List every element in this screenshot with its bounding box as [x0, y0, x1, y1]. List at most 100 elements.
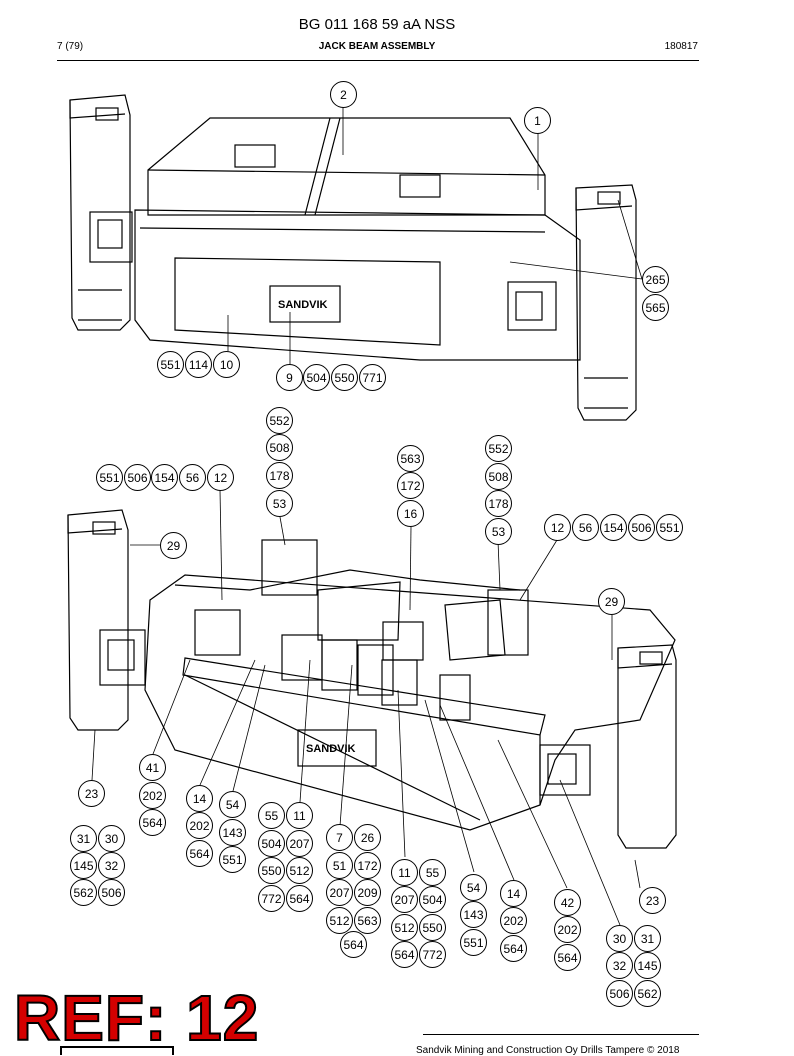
item-balloon: 564	[340, 931, 367, 958]
item-balloon: 55	[419, 859, 446, 886]
item-balloon: 143	[460, 901, 487, 928]
ref-stamp: REF: 12	[13, 982, 260, 1054]
page-number: 7 (79)	[57, 41, 84, 52]
document-title: BG 011 168 59 aA NSS	[298, 16, 456, 33]
item-balloon: 56	[179, 464, 206, 491]
item-balloon: 30	[606, 925, 633, 952]
item-balloon: 552	[485, 435, 512, 462]
item-balloon: 11	[286, 802, 313, 829]
item-balloon: 172	[397, 472, 424, 499]
item-balloon: 32	[98, 852, 125, 879]
item-balloon: 771	[359, 364, 386, 391]
item-balloon: 512	[391, 914, 418, 941]
item-balloon: 23	[639, 887, 666, 914]
item-balloon: 563	[397, 445, 424, 472]
item-balloon: 772	[258, 885, 285, 912]
item-balloon: 172	[354, 852, 381, 879]
item-balloon: 551	[157, 351, 184, 378]
item-balloon: 562	[634, 980, 661, 1007]
item-balloon: 54	[219, 791, 246, 818]
item-balloon: 506	[606, 980, 633, 1007]
item-balloon: 29	[598, 588, 625, 615]
footer-copyright: Sandvik Mining and Construction Oy Drill…	[416, 1045, 680, 1056]
item-balloon: 54	[460, 874, 487, 901]
item-balloon: 565	[642, 294, 669, 321]
item-balloon: 14	[500, 880, 527, 907]
item-balloon: 30	[98, 825, 125, 852]
upper-leader-lines	[227, 107, 643, 364]
item-balloon: 564	[186, 840, 213, 867]
item-balloon: 14	[186, 785, 213, 812]
item-balloon: 506	[98, 879, 125, 906]
item-balloon: 114	[185, 351, 212, 378]
item-balloon: 2	[330, 81, 357, 108]
item-balloon: 564	[554, 944, 581, 971]
item-balloon: 31	[634, 925, 661, 952]
item-balloon: 11	[391, 859, 418, 886]
item-balloon: 550	[419, 914, 446, 941]
item-balloon: 506	[628, 514, 655, 541]
item-balloon: 12	[544, 514, 571, 541]
item-balloon: 42	[554, 889, 581, 916]
item-balloon: 202	[554, 916, 581, 943]
item-balloon: 1	[524, 107, 551, 134]
item-balloon: 512	[326, 907, 353, 934]
item-balloon: 202	[500, 907, 527, 934]
item-balloon: 209	[354, 879, 381, 906]
item-balloon: 51	[326, 852, 353, 879]
item-balloon: 53	[266, 490, 293, 517]
item-balloon: 16	[397, 500, 424, 527]
logo-fragment	[60, 1046, 174, 1055]
brand-plate-upper: SANDVIK	[278, 299, 328, 311]
item-balloon: 9	[276, 364, 303, 391]
item-balloon: 145	[634, 952, 661, 979]
item-balloon: 551	[460, 929, 487, 956]
brand-plate-lower: SANDVIK	[306, 743, 356, 755]
item-balloon: 12	[207, 464, 234, 491]
item-balloon: 55	[258, 802, 285, 829]
item-balloon: 512	[286, 857, 313, 884]
item-balloon: 265	[642, 266, 669, 293]
document-date: 180817	[664, 41, 698, 52]
item-balloon: 551	[219, 846, 246, 873]
item-balloon: 508	[485, 463, 512, 490]
item-balloon: 564	[286, 885, 313, 912]
item-balloon: 202	[186, 812, 213, 839]
footer-rule	[423, 1034, 699, 1035]
item-balloon: 23	[78, 780, 105, 807]
item-balloon: 154	[151, 464, 178, 491]
item-balloon: 143	[219, 819, 246, 846]
upper-assembly-view: SANDVIK	[69, 94, 637, 421]
item-balloon: 32	[606, 952, 633, 979]
item-balloon: 7	[326, 824, 353, 851]
item-balloon: 506	[124, 464, 151, 491]
item-balloon: 41	[139, 754, 166, 781]
item-balloon: 53	[485, 518, 512, 545]
item-balloon: 563	[354, 907, 381, 934]
item-balloon: 207	[326, 879, 353, 906]
lower-assembly-view: SANDVIK	[67, 509, 677, 849]
item-balloon: 145	[70, 852, 97, 879]
item-balloon: 56	[572, 514, 599, 541]
item-balloon: 178	[266, 462, 293, 489]
item-balloon: 504	[303, 364, 330, 391]
item-balloon: 562	[70, 879, 97, 906]
item-balloon: 178	[485, 490, 512, 517]
item-balloon: 564	[391, 941, 418, 968]
item-balloon: 207	[391, 886, 418, 913]
item-balloon: 772	[419, 941, 446, 968]
item-balloon: 207	[286, 830, 313, 857]
item-balloon: 202	[139, 782, 166, 809]
item-balloon: 504	[419, 886, 446, 913]
item-balloon: 552	[266, 407, 293, 434]
item-balloon: 26	[354, 824, 381, 851]
item-balloon: 504	[258, 830, 285, 857]
item-balloon: 29	[160, 532, 187, 559]
section-title: JACK BEAM ASSEMBLY	[318, 41, 436, 52]
item-balloon: 564	[500, 935, 527, 962]
item-balloon: 550	[258, 857, 285, 884]
item-balloon: 154	[600, 514, 627, 541]
item-balloon: 564	[139, 809, 166, 836]
item-balloon: 551	[656, 514, 683, 541]
